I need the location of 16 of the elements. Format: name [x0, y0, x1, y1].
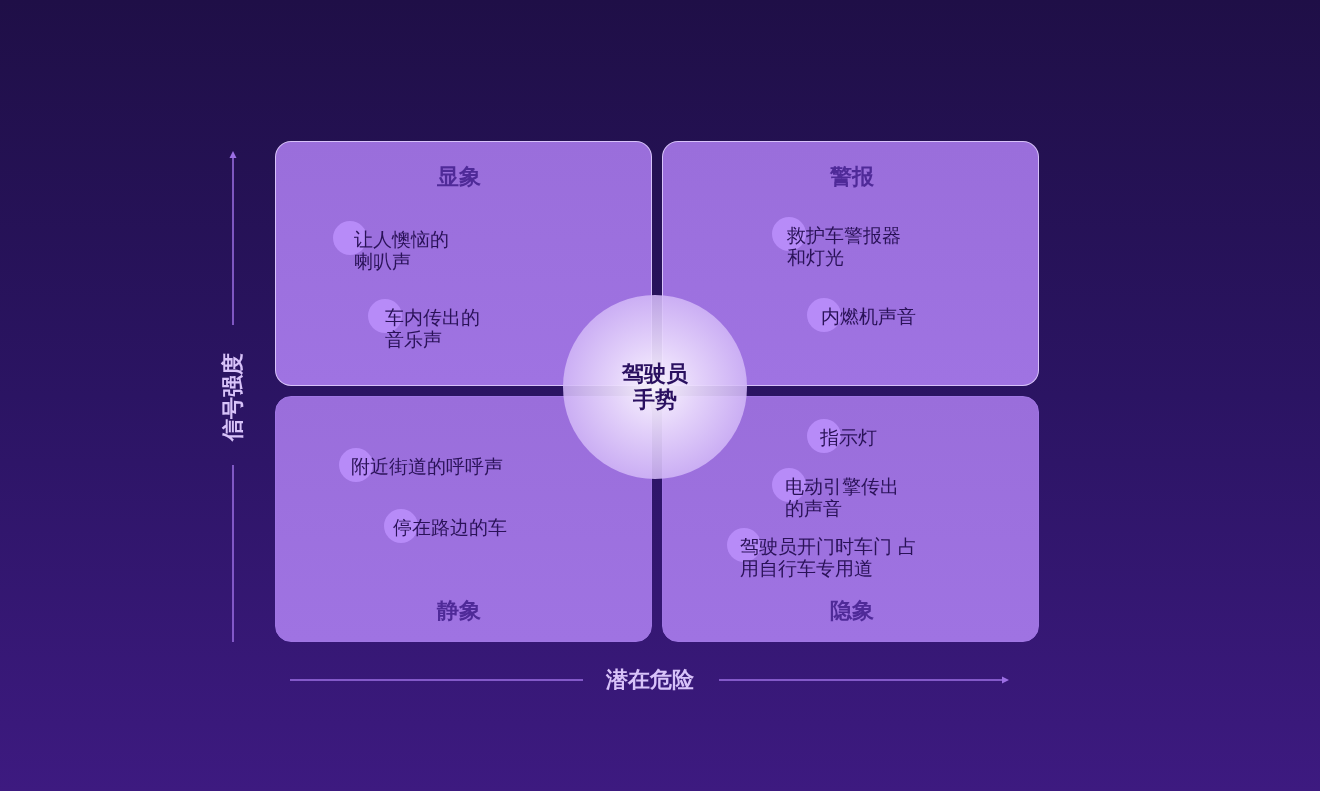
quadrant-heading: 显象 [437, 164, 481, 190]
item-label: 车内传出的音乐声 [385, 306, 481, 350]
item-label: 指示灯 [820, 426, 877, 448]
quadrant-heading: 警报 [830, 164, 874, 190]
item-label: 救护车警报器和灯光 [787, 224, 902, 268]
center-label: 驾驶员手势 [621, 361, 689, 413]
item-label: 电动引擎传出的声音 [785, 475, 900, 519]
item-label: 停在路边的车 [393, 516, 507, 538]
item-label: 内燃机声音 [821, 305, 916, 327]
item-label: 附近街道的呼呼声 [351, 455, 503, 477]
item-label: 让人懊恼的喇叭声 [354, 228, 450, 272]
axis-label: 信号强度 [220, 353, 246, 441]
axis-label: 潜在危险 [606, 667, 694, 693]
quadrant-heading: 静象 [437, 598, 481, 624]
item-label: 驾驶员开门时车门 占用自行车专用道 [740, 535, 919, 579]
quadrant-heading: 隐象 [830, 598, 874, 624]
